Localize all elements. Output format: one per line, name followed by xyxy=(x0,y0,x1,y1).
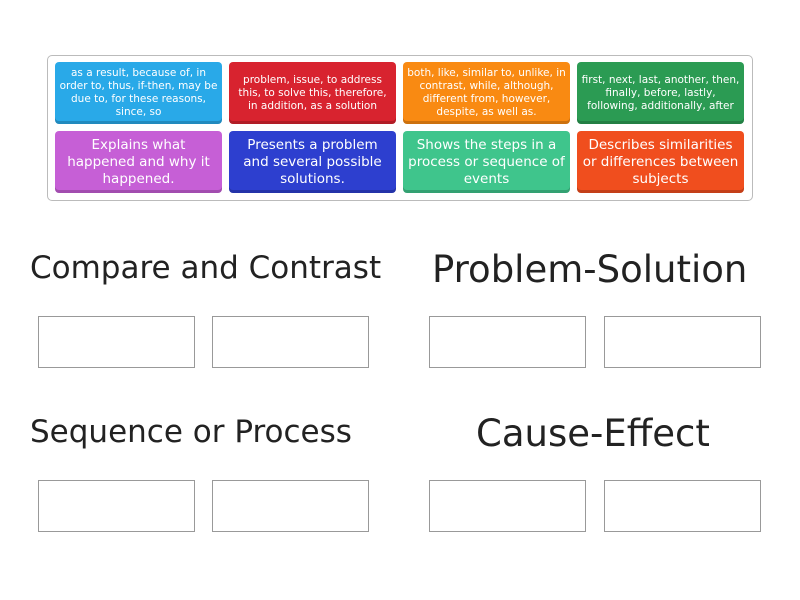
heading-cause-effect: Cause-Effect xyxy=(476,412,710,455)
drop-slot[interactable] xyxy=(212,480,369,532)
card-bank: as a result, because of, in order to, th… xyxy=(47,55,753,201)
heading-sequence-process: Sequence or Process xyxy=(30,414,352,450)
drop-slot[interactable] xyxy=(212,316,369,368)
drop-slot[interactable] xyxy=(429,480,586,532)
drop-slot[interactable] xyxy=(604,480,761,532)
drop-slot[interactable] xyxy=(38,480,195,532)
card-sequence-words[interactable]: first, next, last, another, then, finall… xyxy=(577,62,744,124)
heading-compare-contrast: Compare and Contrast xyxy=(30,250,382,286)
card-compare-words[interactable]: both, like, similar to, unlike, in contr… xyxy=(403,62,570,124)
drop-slot[interactable] xyxy=(429,316,586,368)
card-problem-solution-definition[interactable]: Presents a problem and several possible … xyxy=(229,131,396,193)
card-compare-definition[interactable]: Describes similarities or differences be… xyxy=(577,131,744,193)
card-cause-effect-definition[interactable]: Explains what happened and why it happen… xyxy=(55,131,222,193)
drop-slot[interactable] xyxy=(38,316,195,368)
card-problem-solution-words[interactable]: problem, issue, to address this, to solv… xyxy=(229,62,396,124)
card-cause-effect-words[interactable]: as a result, because of, in order to, th… xyxy=(55,62,222,124)
drop-slot[interactable] xyxy=(604,316,761,368)
heading-problem-solution: Problem-Solution xyxy=(432,248,748,291)
card-sequence-definition[interactable]: Shows the steps in a process or sequence… xyxy=(403,131,570,193)
